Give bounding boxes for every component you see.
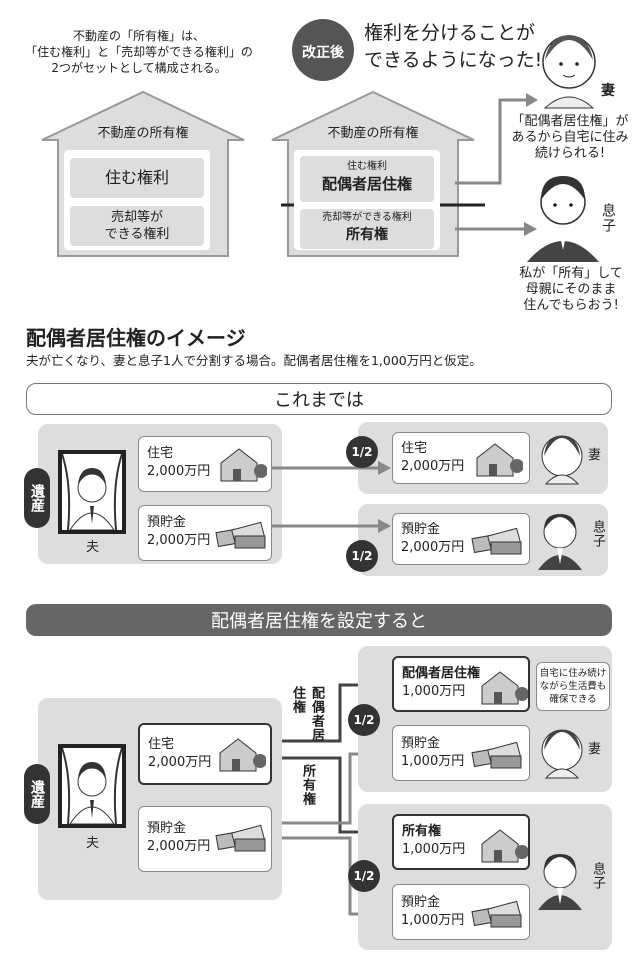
after-badge: 改正後	[302, 45, 344, 61]
before-header: これまでは	[26, 383, 612, 415]
after-line-label-own: 所有権	[300, 764, 315, 806]
house-icon	[481, 671, 528, 705]
section-title: 配偶者居住権のイメージ	[26, 326, 246, 350]
wife-portrait	[542, 35, 596, 109]
money-icon	[215, 521, 266, 549]
after-share-badge-2: 1/2	[348, 860, 380, 892]
after-estate-badge: 遺産	[24, 764, 50, 824]
husband-icon	[61, 453, 123, 531]
after-asset-house: 住宅 2,000万円	[138, 723, 272, 785]
section-subtitle: 夫が亡くなり、妻と息子1人で分割する場合。配偶者居住権を1,000万円と仮定。	[26, 353, 482, 368]
before-wife-house: 住宅 2,000万円	[392, 432, 530, 484]
house-icon	[476, 443, 523, 477]
after-wife-note: 自宅に住み続け ながら生活費も 確保できる	[536, 662, 610, 711]
house2-upper: 住む権利 配偶者居住権	[300, 156, 434, 202]
before-son-label: 息子	[590, 520, 605, 548]
after-husband-portrait	[58, 744, 126, 828]
after-wife-savings: 預貯金 1,000万円	[392, 725, 530, 781]
husband-icon	[61, 747, 123, 825]
money-icon	[471, 527, 522, 555]
after-share-badge-1: 1/2	[348, 704, 380, 736]
son-portrait	[527, 176, 599, 262]
house-icon	[481, 829, 528, 863]
before-husband-label: 夫	[86, 540, 100, 555]
arrow-head-wife	[526, 93, 538, 107]
arrow-to-wife	[455, 98, 526, 185]
after-badge-circle	[292, 19, 354, 81]
wife-speech: 「配偶者居住権」が あるから自宅に住み 続けられる!	[511, 114, 629, 161]
after-husband-label: 夫	[86, 836, 100, 851]
after-asset-savings: 預貯金 2,000万円	[138, 806, 272, 872]
after-son-label: 息子	[590, 862, 605, 890]
house-icon	[219, 738, 266, 772]
after-son-portrait	[538, 854, 582, 910]
before-wife-portrait	[541, 435, 583, 485]
after-son-own: 所有権 1,000万円	[392, 814, 530, 870]
after-line-label-right: 配偶者居住権	[290, 686, 324, 742]
money-icon	[215, 824, 266, 852]
house2-title: 不動産の所有権	[327, 126, 419, 141]
before-estate-badge: 遺産	[24, 468, 50, 528]
before-son-portrait	[538, 514, 582, 570]
arrow-head-son	[524, 222, 537, 236]
after-wife-label: 妻	[588, 742, 602, 757]
house-icon	[220, 448, 267, 482]
house1-title: 不動産の所有権	[97, 126, 189, 141]
top-caption: 不動産の「所有権」は、 「住む権利」と「売却等ができる権利」の 2つがセットとし…	[25, 29, 253, 75]
house1-right-sell: 売却等が できる権利	[70, 206, 204, 246]
son-label-top: 息子	[600, 203, 616, 233]
money-icon	[471, 741, 522, 769]
house2-lower: 売却等ができる権利 所有権	[300, 209, 434, 249]
before-asset-savings: 預貯金 2,000万円	[138, 505, 272, 561]
before-share-badge-2: 1/2	[346, 540, 378, 572]
son-speech: 私が「所有」して 母親にそのまま 住んでもらおう!	[519, 266, 623, 313]
before-husband-portrait	[58, 450, 126, 534]
after-wife-portrait	[541, 729, 583, 779]
before-share-badge-1: 1/2	[346, 436, 378, 468]
before-son-savings: 預貯金 2,000万円	[392, 513, 530, 565]
after-header: 配偶者居住権を設定すると	[26, 604, 612, 636]
wife-label-top: 妻	[601, 83, 615, 99]
after-heading: 権利を分けることが できるようになった!	[364, 22, 543, 71]
house1-right-live: 住む権利	[70, 158, 204, 198]
money-icon	[471, 900, 522, 928]
after-wife-right: 配偶者居住権 1,000万円	[392, 656, 530, 712]
after-son-savings: 預貯金 1,000万円	[392, 884, 530, 940]
before-asset-house: 住宅 2,000万円	[138, 436, 272, 492]
before-wife-label: 妻	[588, 448, 602, 463]
